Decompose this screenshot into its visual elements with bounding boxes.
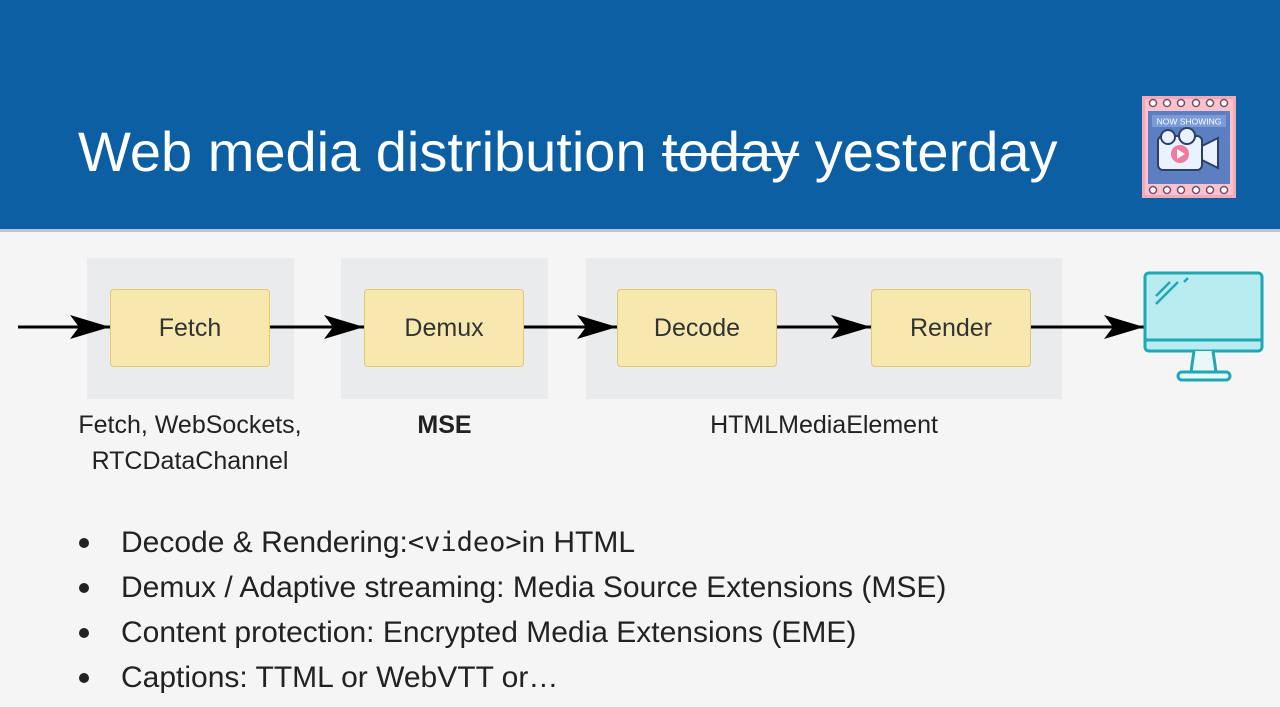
stage-render: Render — [871, 289, 1031, 367]
title-struck-word: today — [662, 120, 800, 183]
stage-render-label: Render — [910, 313, 992, 342]
fetch-group-label-line2: RTCDataChannel — [91, 447, 289, 475]
bullet-item: Decode & Rendering: <video> in HTML — [76, 520, 946, 565]
bullet-list: Decode & Rendering: <video> in HTML Demu… — [76, 520, 946, 700]
bullet-item: Content protection: Encrypted Media Exte… — [76, 610, 946, 655]
title-after: yesterday — [799, 120, 1058, 183]
media-element-group-label-line1: HTMLMediaElement — [710, 411, 938, 439]
monitor-icon — [1143, 271, 1264, 382]
bullet-text-before: Decode & Rendering: — [121, 526, 408, 559]
stage-decode-label: Decode — [653, 313, 741, 342]
stage-fetch-label: Fetch — [158, 313, 222, 342]
stage-fetch: Fetch — [110, 289, 270, 367]
slide-header: Web media distribution today yesterday N… — [0, 0, 1280, 229]
bullet-text: Captions: TTML or WebVTT or… — [121, 661, 559, 694]
bullet-dot — [79, 672, 89, 683]
bullet-code: <video> — [407, 527, 522, 558]
bullet-text: Demux / Adaptive streaming: Media Source… — [121, 571, 947, 604]
header-divider — [0, 229, 1280, 232]
bullet-item: Demux / Adaptive streaming: Media Source… — [76, 565, 946, 610]
fetch-group-label-line1: Fetch, WebSockets, — [78, 411, 302, 439]
fetch-group-label: Fetch, WebSockets, RTCDataChannel — [70, 407, 310, 479]
badge-text: NOW SHOWING — [1157, 117, 1222, 127]
stage-decode: Decode — [617, 289, 777, 367]
bullet-item: Captions: TTML or WebVTT or… — [76, 655, 946, 700]
stage-demux: Demux — [364, 289, 524, 367]
mse-group-label: MSE — [341, 407, 548, 443]
now-showing-icon: NOW SHOWING — [1142, 96, 1236, 198]
title-main: Web media distribution — [78, 120, 663, 183]
media-element-group-label: HTMLMediaElement — [586, 407, 1062, 443]
bullet-dot — [79, 627, 89, 638]
stage-demux-label: Demux — [404, 313, 484, 342]
mse-group-label-line1: MSE — [417, 411, 472, 439]
bullet-text-after: in HTML — [521, 526, 636, 559]
bullet-text: Content protection: Encrypted Media Exte… — [121, 616, 857, 649]
slide-title: Web media distribution today yesterday — [78, 124, 1058, 180]
bullet-dot — [79, 582, 89, 593]
bullet-dot — [79, 537, 89, 548]
